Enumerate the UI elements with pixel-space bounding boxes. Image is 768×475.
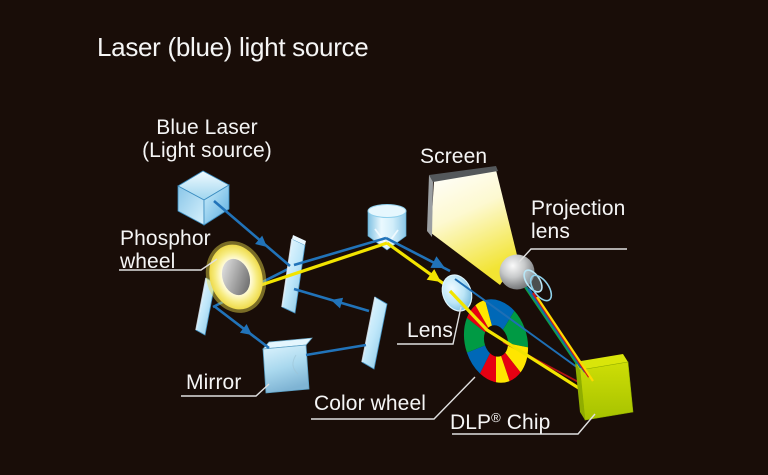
dichroic-mirror [281,235,306,314]
arrowhead-left-mirror-to-cube [239,323,252,335]
fold-mirror-right [361,296,388,370]
leader-dlp-chip [452,413,596,435]
label-lens: Lens [407,319,453,342]
beam-bundle-wheel-to-chip [448,278,586,394]
screen [427,166,518,285]
color-wheel-segment-blue-left [466,345,490,374]
label-screen: Screen [420,145,488,168]
label-phosphor-wheel: Phosphor wheel [120,227,211,273]
leader-color-wheel [311,376,476,420]
label-projection-line2: lens [531,220,570,243]
beam-red-chip-to-lens [532,292,590,378]
color-wheel-segment-green-right [502,310,529,348]
page-title: Laser (blue) light source [97,32,369,62]
leader-phosphor-wheel [119,258,218,271]
color-wheel-segment-green-left [463,317,486,353]
beam-blue-laser-to-dichroic [213,200,291,267]
arrowhead-blue-to-lens [430,256,445,268]
beam-bundle-chip-to-projection-lens [520,280,594,382]
screen-bezel-top [429,166,498,182]
projection-lens [499,254,553,302]
label-color-wheel: Color wheel [314,392,426,415]
color-wheel-segment-red-lower [501,352,521,382]
leader-projection-lens [518,248,627,263]
arrowhead-laser-to-dichroic [255,235,267,247]
mirror-cube [262,337,313,394]
beam-yellow-chip-to-lens [536,296,594,382]
arrowhead-yellow-to-lens [426,269,441,282]
label-phosphor-line2: wheel [120,250,176,273]
label-blue-laser: Blue Laser (Light source) [140,116,274,162]
blue-laser-cube [177,170,230,226]
beam-yellow-lens-to-chip [448,289,586,394]
color-wheel-segment-red-bottom [479,353,497,383]
condenser-lens [441,274,473,312]
dlp-chip [575,354,634,421]
label-projection-line1: Projection [531,197,626,220]
label-dlp-prefix: DLP [450,411,492,434]
label-dlp-chip: DLP® Chip [450,406,550,434]
beam-blue-cube-to-right-mirror [305,343,367,357]
screen-bezel-left [427,175,433,237]
color-wheel-segment-yellow-bottom [496,356,510,383]
leader-lines [119,248,627,435]
phosphor-wheel [205,241,267,313]
leader-mirror [181,383,270,397]
label-projection-lens: Projection lens [531,197,625,243]
label-blue-laser-line1: Blue Laser [156,116,258,139]
arrowhead-return-to-dichroic [331,297,344,309]
beam-yellow-phosphor-to-prism [242,241,388,293]
label-phosphor-line1: Phosphor [120,227,211,250]
screen-light-cone [431,170,518,285]
beam-blue-left-mirror-to-cube [213,304,270,350]
label-dlp-suffix: Chip [500,411,551,434]
label-mirror: Mirror [186,371,242,394]
beam-blue-dichroic-to-prism [293,236,387,267]
label-blue-laser-line2: (Light source) [142,139,272,162]
beam-arrowheads [239,235,445,335]
label-dlp-registered-icon: ® [491,410,501,425]
color-wheel-segment-yellow-top [475,300,492,328]
beam-blue-lens-to-chip [454,278,586,374]
leader-lens [397,306,462,345]
